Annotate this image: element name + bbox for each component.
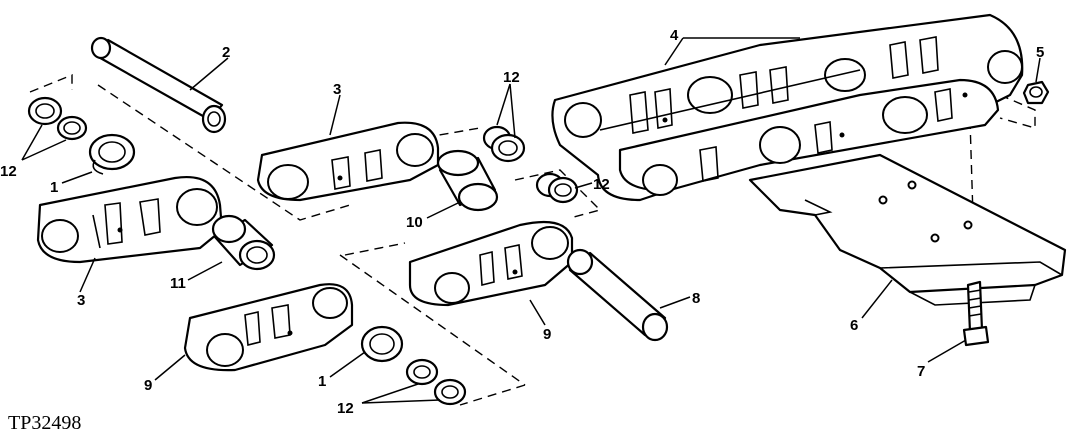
callout-9-middle: 9 <box>543 326 551 343</box>
left-bushing-1 <box>88 133 136 175</box>
callout-3-lower: 3 <box>77 292 85 309</box>
callout-11: 11 <box>170 275 186 292</box>
bushing-1-lower <box>360 325 404 363</box>
callout-12-upper: 12 <box>503 69 520 86</box>
callout-9-lower: 9 <box>144 377 152 394</box>
washer-12-lower-a <box>405 358 439 386</box>
track-shoe-6 <box>748 153 1067 306</box>
callout-12-lower: 12 <box>337 400 354 417</box>
callout-12-mid: 12 <box>593 176 610 193</box>
callout-1-lower: 1 <box>318 373 326 390</box>
figure-id: TP32498 <box>8 412 81 434</box>
callout-5: 5 <box>1036 44 1044 61</box>
callout-labels: 12 1 2 3 3 4 5 6 7 8 9 9 10 11 12 12 1 1… <box>0 27 1044 417</box>
callout-4: 4 <box>670 27 679 44</box>
track-link-3-lower <box>36 176 224 264</box>
callout-12-left: 12 <box>0 163 17 180</box>
callout-1-left: 1 <box>50 179 58 196</box>
pin-8 <box>566 248 669 342</box>
callout-2: 2 <box>222 44 230 61</box>
left-washer-inner <box>56 115 88 141</box>
washer-pair-12-upper <box>482 125 526 163</box>
washer-12-lower-b <box>433 378 467 406</box>
leader-lines <box>21 37 1041 404</box>
left-washer-outer <box>27 96 63 126</box>
track-link-9-middle <box>408 220 574 307</box>
washer-pair-12-mid <box>535 172 579 204</box>
callout-10: 10 <box>406 214 423 231</box>
callout-8: 8 <box>692 290 700 307</box>
track-link-9-lower <box>183 283 354 372</box>
bolt-7 <box>962 280 990 347</box>
assembled-chain-4 <box>551 13 1024 202</box>
nut-5 <box>1022 80 1050 105</box>
callout-7: 7 <box>917 363 925 380</box>
callout-6: 6 <box>850 317 858 334</box>
track-link-3-upper <box>256 121 440 202</box>
bushing-10 <box>436 149 499 212</box>
bushing-11 <box>211 214 276 271</box>
pin-2 <box>90 36 227 134</box>
callout-3-upper: 3 <box>333 81 341 98</box>
